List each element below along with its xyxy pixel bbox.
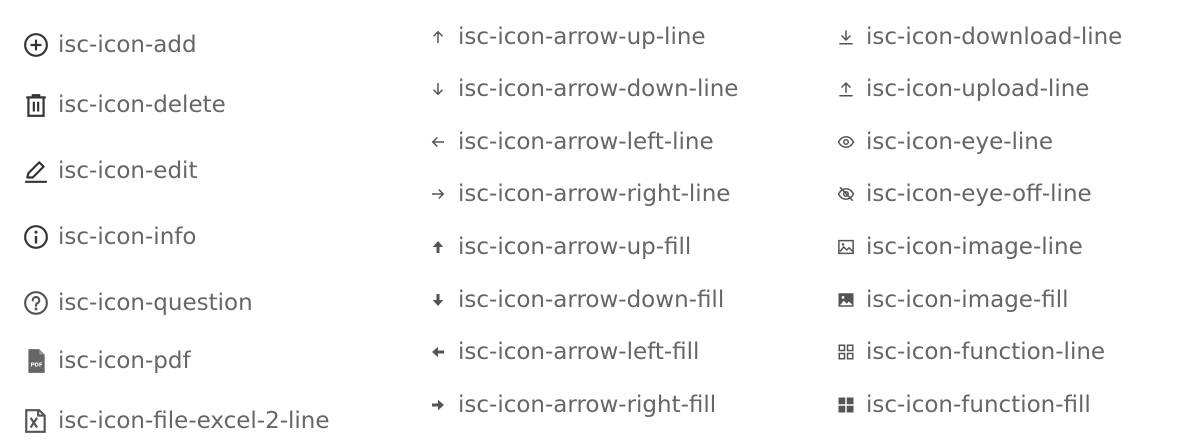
arrow-down-line-icon — [428, 78, 448, 100]
icon-entry-eye-off-line: isc-icon-eye-off-line — [836, 177, 1092, 211]
icon-label: isc-icon-arrow-right-line — [458, 180, 731, 207]
icon-label: isc-icon-pdf — [58, 347, 191, 374]
icon-entry-function-fill: isc-icon-function-fill — [836, 388, 1091, 422]
info-icon — [22, 222, 50, 252]
icon-entry-upload-line: isc-icon-upload-line — [836, 72, 1089, 106]
icon-entry-file-excel: isc-icon-file-excel-2-line — [22, 404, 330, 438]
arrow-right-line-icon — [428, 183, 448, 205]
icon-label: isc-icon-image-line — [866, 233, 1083, 260]
icon-label: isc-icon-delete — [58, 91, 226, 118]
icon-label: isc-icon-arrow-down-fill — [458, 286, 725, 313]
function-line-icon — [836, 341, 856, 363]
icon-label: isc-icon-download-line — [866, 23, 1123, 50]
icon-label: isc-icon-edit — [58, 157, 198, 184]
icon-label: isc-icon-arrow-right-fill — [458, 391, 717, 418]
icon-label: isc-icon-arrow-up-fill — [458, 233, 692, 260]
icon-entry-arrow-up-line: isc-icon-arrow-up-line — [428, 20, 706, 54]
icon-label: isc-icon-arrow-left-fill — [458, 338, 700, 365]
icon-entry-image-line: isc-icon-image-line — [836, 230, 1083, 264]
image-fill-icon — [836, 289, 856, 311]
icon-entry-arrow-right-line: isc-icon-arrow-right-line — [428, 177, 730, 211]
delete-icon — [22, 90, 50, 120]
icon-entry-info: isc-icon-info — [22, 220, 196, 254]
icon-entry-image-fill: isc-icon-image-fill — [836, 283, 1069, 317]
icon-label: isc-icon-arrow-up-line — [458, 23, 706, 50]
icon-label: isc-icon-question — [58, 289, 253, 316]
upload-line-icon — [836, 78, 856, 100]
icon-entry-function-line: isc-icon-function-line — [836, 335, 1105, 369]
icon-entry-delete: isc-icon-delete — [22, 88, 226, 122]
icon-label: isc-icon-function-line — [866, 338, 1106, 365]
icon-entry-pdf: PDF isc-icon-pdf — [22, 344, 191, 378]
arrow-down-fill-icon — [428, 289, 448, 311]
icon-label: isc-icon-info — [58, 223, 197, 250]
icon-entry-eye-line: isc-icon-eye-line — [836, 125, 1053, 159]
edit-icon — [22, 156, 50, 186]
arrow-left-line-icon — [428, 131, 448, 153]
icon-label: isc-icon-eye-line — [866, 128, 1054, 155]
arrow-right-fill-icon — [428, 394, 448, 416]
icon-entry-arrow-down-line: isc-icon-arrow-down-line — [428, 72, 738, 106]
add-icon — [22, 30, 50, 60]
image-line-icon — [836, 236, 856, 258]
icon-entry-download-line: isc-icon-download-line — [836, 20, 1122, 54]
function-fill-icon — [836, 394, 856, 416]
icon-entry-arrow-left-fill: isc-icon-arrow-left-fill — [428, 335, 699, 369]
icon-entry-arrow-left-line: isc-icon-arrow-left-line — [428, 125, 714, 159]
svg-text:PDF: PDF — [30, 362, 42, 368]
icon-entry-edit: isc-icon-edit — [22, 154, 197, 188]
icon-entry-arrow-down-fill: isc-icon-arrow-down-fill — [428, 283, 724, 317]
icon-entry-arrow-right-fill: isc-icon-arrow-right-fill — [428, 388, 716, 422]
arrow-up-fill-icon — [428, 236, 448, 258]
eye-off-line-icon — [836, 183, 856, 205]
icon-label: isc-icon-image-fill — [866, 286, 1069, 313]
icon-label: isc-icon-add — [58, 31, 197, 58]
icon-entry-add: isc-icon-add — [22, 28, 197, 62]
icon-label: isc-icon-arrow-down-line — [458, 75, 739, 102]
icon-label: isc-icon-upload-line — [866, 75, 1090, 102]
arrow-left-fill-icon — [428, 341, 448, 363]
icon-entry-arrow-up-fill: isc-icon-arrow-up-fill — [428, 230, 691, 264]
icon-label: isc-icon-function-fill — [866, 391, 1091, 418]
file-excel-icon — [22, 406, 50, 436]
question-icon — [22, 288, 50, 318]
download-line-icon — [836, 26, 856, 48]
icon-label: isc-icon-file-excel-2-line — [58, 407, 330, 434]
icon-entry-question: isc-icon-question — [22, 286, 253, 320]
eye-line-icon — [836, 131, 856, 153]
arrow-up-line-icon — [428, 26, 448, 48]
icon-label: isc-icon-arrow-left-line — [458, 128, 714, 155]
icon-label: isc-icon-eye-off-line — [866, 180, 1092, 207]
pdf-icon: PDF — [22, 346, 50, 376]
